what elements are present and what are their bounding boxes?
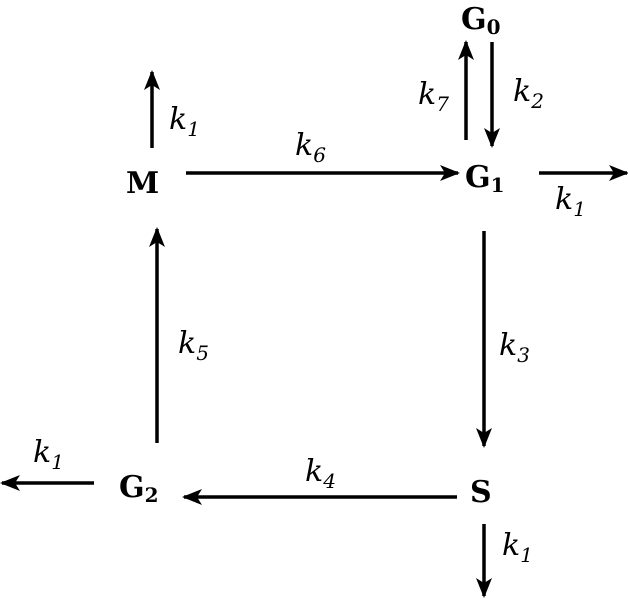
- node-g1: G1: [465, 160, 505, 197]
- rate-label-g0-to-g1: k2: [513, 74, 544, 113]
- rate-label-g2-out: k1: [33, 435, 64, 474]
- rate-label-s-out: k1: [502, 528, 533, 567]
- rate-label-g1-to-s: k3: [499, 328, 530, 367]
- node-g2: G2: [119, 470, 159, 507]
- rate-label-g2-to-m: k5: [178, 326, 209, 365]
- node-s: S: [470, 475, 492, 510]
- rate-label-g1-out: k1: [555, 182, 586, 221]
- node-g0: G0: [461, 2, 501, 39]
- rate-label-s-to-g2: k4: [305, 454, 336, 493]
- rate-label-g1-to-g0: k7: [418, 77, 449, 116]
- rate-label-m-out: k1: [169, 102, 200, 141]
- rate-label-m-to-g1: k6: [295, 128, 326, 167]
- node-m: M: [126, 166, 159, 201]
